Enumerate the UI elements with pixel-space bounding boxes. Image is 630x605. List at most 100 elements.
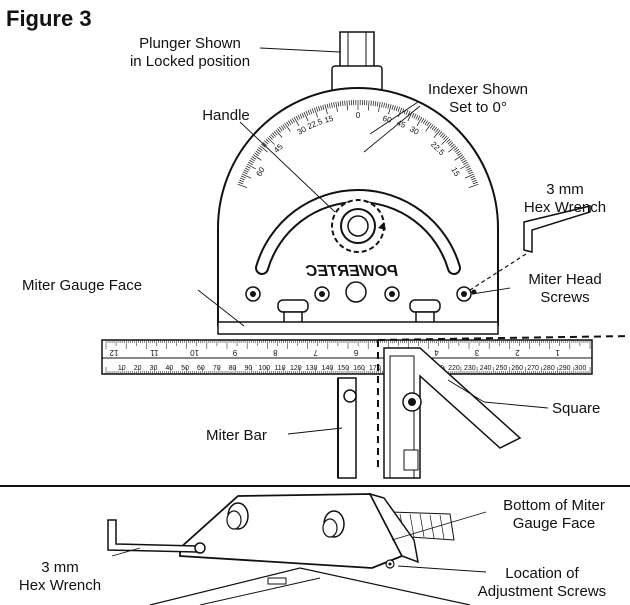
miter-face-label: Miter Gauge Face [22, 277, 142, 294]
protractor-tick [318, 106, 321, 112]
miter-gauge-face [217, 321, 499, 335]
protractor-tick [337, 101, 340, 107]
protractor-tick [342, 100, 344, 106]
protractor-tick [460, 157, 466, 162]
protractor-tick [278, 126, 283, 132]
adjustment-label-line1: Location of [505, 565, 579, 582]
protractor-tick [463, 161, 468, 165]
protractor-tick [237, 183, 248, 188]
ruler-mm-label: 120 [290, 365, 302, 372]
protractor-tick [385, 103, 388, 109]
ruler: 121110987654321 102030405060708090100110… [101, 339, 593, 375]
protractor-tick [387, 103, 390, 109]
hex-top-label-line1: 3 mm [546, 181, 584, 198]
protractor-tick [311, 108, 315, 114]
protractor-tick [280, 125, 285, 130]
protractor-tick [398, 107, 403, 118]
ruler-inch-label: 6 [353, 348, 358, 357]
protractor-tick [255, 150, 260, 155]
protractor-tick [378, 101, 381, 112]
ruler-mm-label: 80 [229, 365, 237, 372]
protractor-tick [303, 111, 309, 122]
hex-bottom-label-line1: 3 mm [41, 559, 79, 576]
hex-wrench-top [523, 205, 591, 253]
protractor-tick [239, 179, 245, 183]
plunger-label-line2: in Locked position [130, 53, 250, 70]
protractor-tick [299, 113, 303, 119]
protractor-tick [320, 105, 323, 111]
protractor-tick [289, 119, 294, 124]
protractor-tick [272, 132, 276, 137]
protractor-tick [446, 138, 451, 143]
protractor-tick [440, 132, 444, 137]
protractor-tick [462, 159, 467, 164]
protractor-tick [370, 100, 372, 106]
ruler-mm-label: 70 [213, 365, 221, 372]
protractor-tick [242, 171, 248, 175]
miter-face-bottom [179, 493, 404, 569]
protractor-tick [433, 126, 438, 132]
protractor-tick [468, 183, 479, 188]
bottom-face-label-line1: Bottom of Miter [503, 497, 605, 514]
ruler-mm-label: 290 [559, 365, 571, 372]
leader-lines-bottom [111, 511, 487, 573]
hex-bottom-label-line2: Hex Wrench [19, 577, 101, 594]
protractor-tick [258, 147, 263, 151]
protractor-tick [426, 121, 430, 127]
protractor-tick [397, 106, 401, 112]
protractor-tick [307, 110, 311, 115]
protractor-tick [424, 120, 429, 126]
protractor-tick [241, 173, 252, 179]
ruler-mm-label: 170 [369, 365, 381, 372]
protractor-tick [240, 177, 245, 181]
handle-label: Handle [202, 107, 250, 124]
ruler-inch-label: 2 [515, 348, 520, 357]
indexer-label-line1: Indexer Shown [428, 81, 528, 98]
ruler-inch-label: 4 [434, 348, 439, 357]
ruler-mm-label: 140 [322, 365, 334, 372]
ruler-mm-label: 100 [258, 365, 270, 372]
protractor-tick [344, 100, 346, 106]
ruler-mm-label: 300 [575, 365, 587, 372]
protractor-tick [383, 102, 385, 108]
protractor-tick [459, 156, 465, 160]
ruler-mm-label: 160 [353, 365, 365, 372]
protractor-tick [297, 114, 301, 120]
protractor-tick [333, 102, 335, 108]
protractor-tick [324, 104, 328, 115]
ruler-inch-label: 11 [150, 348, 159, 357]
protractor-tick [254, 152, 259, 156]
protractor-tick [457, 152, 462, 156]
ruler-mm-label: 130 [306, 365, 318, 372]
leader-lines-top [197, 47, 549, 435]
protractor-label: 15 [323, 114, 334, 125]
protractor-ticks [237, 100, 479, 188]
protractor-tick [411, 112, 415, 118]
combination-square [383, 347, 522, 479]
protractor-tick [425, 122, 432, 132]
protractor-tick [441, 134, 446, 139]
protractor-tick [313, 107, 318, 118]
ruler-mm-label: 260 [511, 365, 523, 372]
protractor-tick [435, 128, 439, 133]
protractor-tick [339, 101, 342, 107]
protractor-tick [393, 105, 396, 111]
protractor-tick [252, 154, 262, 161]
protractor-tick [407, 110, 411, 116]
protractor-tick [471, 177, 476, 181]
protractor-tick [270, 134, 275, 139]
protractor-tick [456, 150, 461, 155]
protractor-tick [464, 173, 475, 179]
protractor-tick [295, 115, 299, 121]
protractor-tick [388, 104, 392, 115]
ruler-ticks [105, 340, 591, 374]
hex-top-label-line2: Hex Wrench [524, 199, 606, 216]
protractor-tick [376, 101, 379, 107]
protractor-tick [287, 120, 292, 126]
protractor-tick [243, 169, 249, 173]
head-screws-label-line1: Miter Head [528, 271, 601, 288]
protractor-tick [256, 148, 262, 153]
ruler-mm-label: 50 [181, 365, 189, 372]
indexer-label-line2: Set to 0° [449, 99, 507, 116]
